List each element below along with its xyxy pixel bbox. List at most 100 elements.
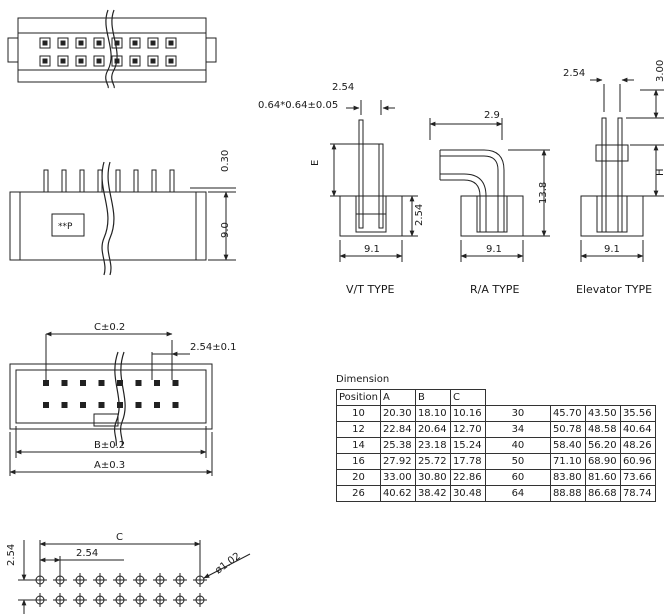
top-pin-outline — [39, 37, 51, 49]
top-pin — [168, 40, 174, 46]
dimension-cell: 43.50 — [584, 405, 621, 422]
top-pin — [132, 40, 138, 46]
pcb-height-label: 0.30 — [220, 150, 231, 172]
front-view — [9, 161, 236, 276]
dimension-table-header: Position A B C — [336, 389, 656, 406]
top-view — [7, 9, 217, 89]
dimension-cell: 60.96 — [619, 453, 656, 470]
bottom-pin — [61, 380, 68, 386]
dimension-cell: 12.70 — [449, 421, 486, 438]
bottom-pitch-label: 2.54±0.1 — [190, 342, 237, 353]
top-pin — [78, 58, 84, 64]
dimension-cell: 30.80 — [414, 469, 451, 486]
top-pin — [42, 40, 48, 46]
front-pin — [79, 169, 85, 193]
bottom-pin — [98, 402, 105, 408]
position-cell: 30 — [485, 405, 551, 422]
position-cell: 20 — [336, 469, 381, 486]
dimension-cell: 78.74 — [619, 485, 656, 502]
vt-width-label: 9.1 — [364, 244, 380, 255]
bottom-pin — [61, 402, 68, 408]
header-a: A — [379, 389, 416, 406]
body-marking: **P — [58, 222, 73, 232]
dimension-cell: 22.84 — [379, 421, 416, 438]
dimension-cell: 15.24 — [449, 437, 486, 454]
elevator-top-label: 3.00 — [655, 60, 666, 82]
bottom-view-pins — [43, 380, 179, 408]
top-pin-outline — [57, 37, 69, 49]
top-pin — [132, 58, 138, 64]
bottom-pin — [117, 380, 123, 386]
dimension-cell: 25.38 — [379, 437, 416, 454]
dimension-cell: 27.92 — [379, 453, 416, 470]
ra-type-view — [429, 118, 550, 262]
top-pin-outline — [129, 37, 141, 49]
dimension-cell: 71.10 — [549, 453, 586, 470]
top-pin — [42, 58, 48, 64]
elevator-pitch-label: 2.54 — [563, 68, 585, 79]
elevator-h-label: H — [655, 168, 666, 176]
position-cell: 14 — [336, 437, 381, 454]
pcb-layout-view — [18, 540, 251, 614]
dimension-cell: 81.60 — [584, 469, 621, 486]
top-pin-outline — [147, 37, 159, 49]
vt-type-view — [330, 100, 418, 262]
dimension-cell: 30.48 — [449, 485, 486, 502]
top-pin-outline — [75, 37, 87, 49]
bottom-pin — [135, 402, 142, 408]
top-pin-outline — [57, 55, 69, 67]
pcb-c-label: C — [116, 532, 123, 543]
top-pin-outline — [111, 37, 123, 49]
bottom-a-label: A±0.3 — [94, 460, 125, 471]
elevator-type-view — [580, 77, 664, 262]
dimension-cell: 18.10 — [414, 405, 451, 422]
dimension-cell: 33.00 — [379, 469, 416, 486]
dimension-table-title: Dimension — [336, 374, 390, 385]
header-position: Position — [336, 389, 381, 406]
position-cell: 64 — [485, 485, 551, 502]
ra-caption: R/A TYPE — [470, 283, 519, 296]
dimension-cell: 23.18 — [414, 437, 451, 454]
dimension-cell: 73.66 — [619, 469, 656, 486]
elevator-caption: Elevator TYPE — [576, 283, 652, 296]
dimension-cell: 48.26 — [619, 437, 656, 454]
header-c: C — [449, 389, 486, 406]
bottom-view — [9, 331, 213, 476]
dimension-cell: 45.70 — [549, 405, 586, 422]
position-cell: 10 — [336, 405, 381, 422]
dimension-cell: 83.80 — [549, 469, 586, 486]
top-pin-outline — [147, 55, 159, 67]
bottom-pin — [154, 402, 160, 408]
front-view-pins — [43, 169, 175, 193]
body-marking-box — [51, 213, 85, 237]
bottom-pin — [172, 402, 179, 408]
top-pin-outline — [39, 55, 51, 67]
dimension-cell: 25.72 — [414, 453, 451, 470]
dimension-cell: 17.78 — [449, 453, 486, 470]
bottom-pin — [80, 402, 86, 408]
bottom-pin — [80, 380, 86, 386]
position-cell: 26 — [336, 485, 381, 502]
top-pin — [96, 40, 102, 46]
top-pin — [60, 40, 66, 46]
top-pin — [60, 58, 66, 64]
body-height-label: 9.0 — [220, 222, 231, 238]
top-pin — [168, 58, 174, 64]
bottom-pin — [135, 380, 142, 386]
top-pin — [114, 40, 120, 46]
top-pin-outline — [93, 37, 105, 49]
dimension-cell: 20.64 — [414, 421, 451, 438]
bottom-pin — [117, 402, 123, 408]
vt-pin-size-label: 0.64*0.64±0.05 — [258, 100, 338, 111]
bottom-pin — [98, 380, 105, 386]
front-pin — [133, 169, 139, 193]
front-pin — [43, 169, 49, 193]
top-pin-outline — [165, 55, 177, 67]
top-pin-outline — [165, 37, 177, 49]
dimension-cell: 86.68 — [584, 485, 621, 502]
